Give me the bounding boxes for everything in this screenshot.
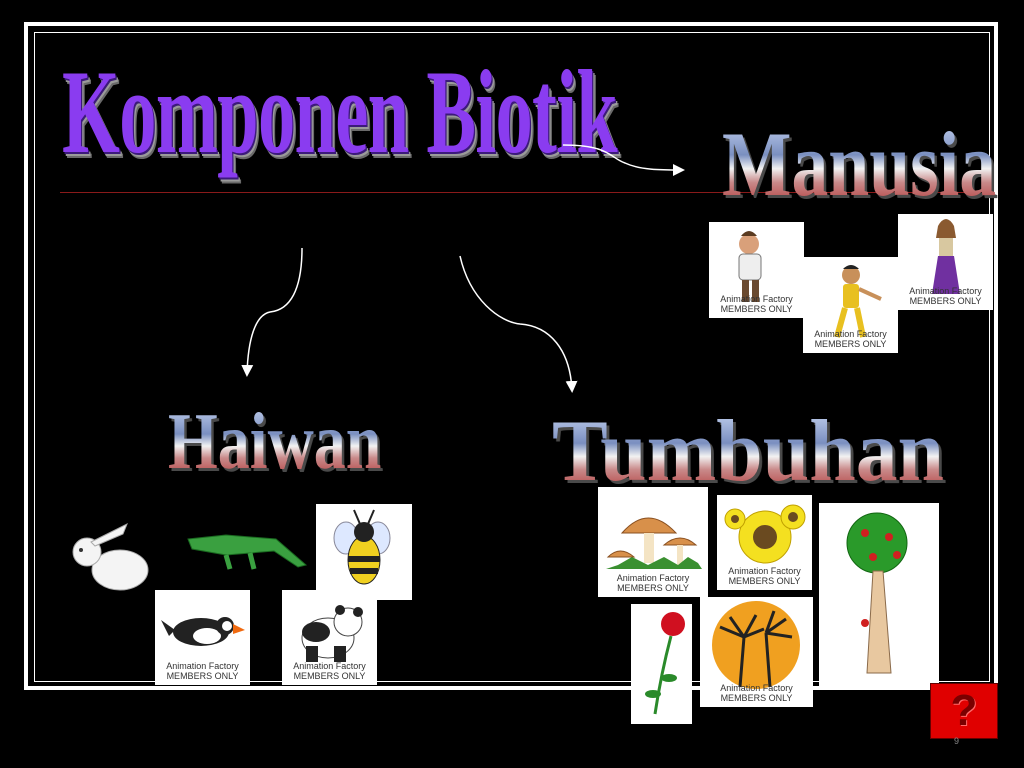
slide-title: Komponen Biotik bbox=[62, 45, 618, 178]
image-rose bbox=[631, 604, 692, 724]
arrow-to-tumbuhan bbox=[459, 255, 578, 393]
image-crocodile bbox=[186, 525, 311, 585]
category-manusia: Manusia bbox=[722, 113, 997, 215]
question-mark-icon: ? bbox=[950, 686, 978, 735]
arrow-to-manusia bbox=[562, 144, 685, 176]
help-button[interactable]: ? bbox=[930, 683, 998, 739]
image-rabbit bbox=[65, 518, 160, 600]
category-haiwan: Haiwan bbox=[168, 398, 382, 486]
slide-inner-frame bbox=[34, 32, 990, 682]
image-apple-tree bbox=[819, 503, 939, 686]
divider-line bbox=[60, 192, 972, 193]
page-number: 9 bbox=[954, 736, 960, 746]
arrow-to-haiwan bbox=[241, 247, 303, 377]
category-tumbuhan: Tumbuhan bbox=[552, 403, 945, 500]
image-bee bbox=[316, 504, 412, 600]
slide-outer-frame bbox=[24, 22, 998, 690]
